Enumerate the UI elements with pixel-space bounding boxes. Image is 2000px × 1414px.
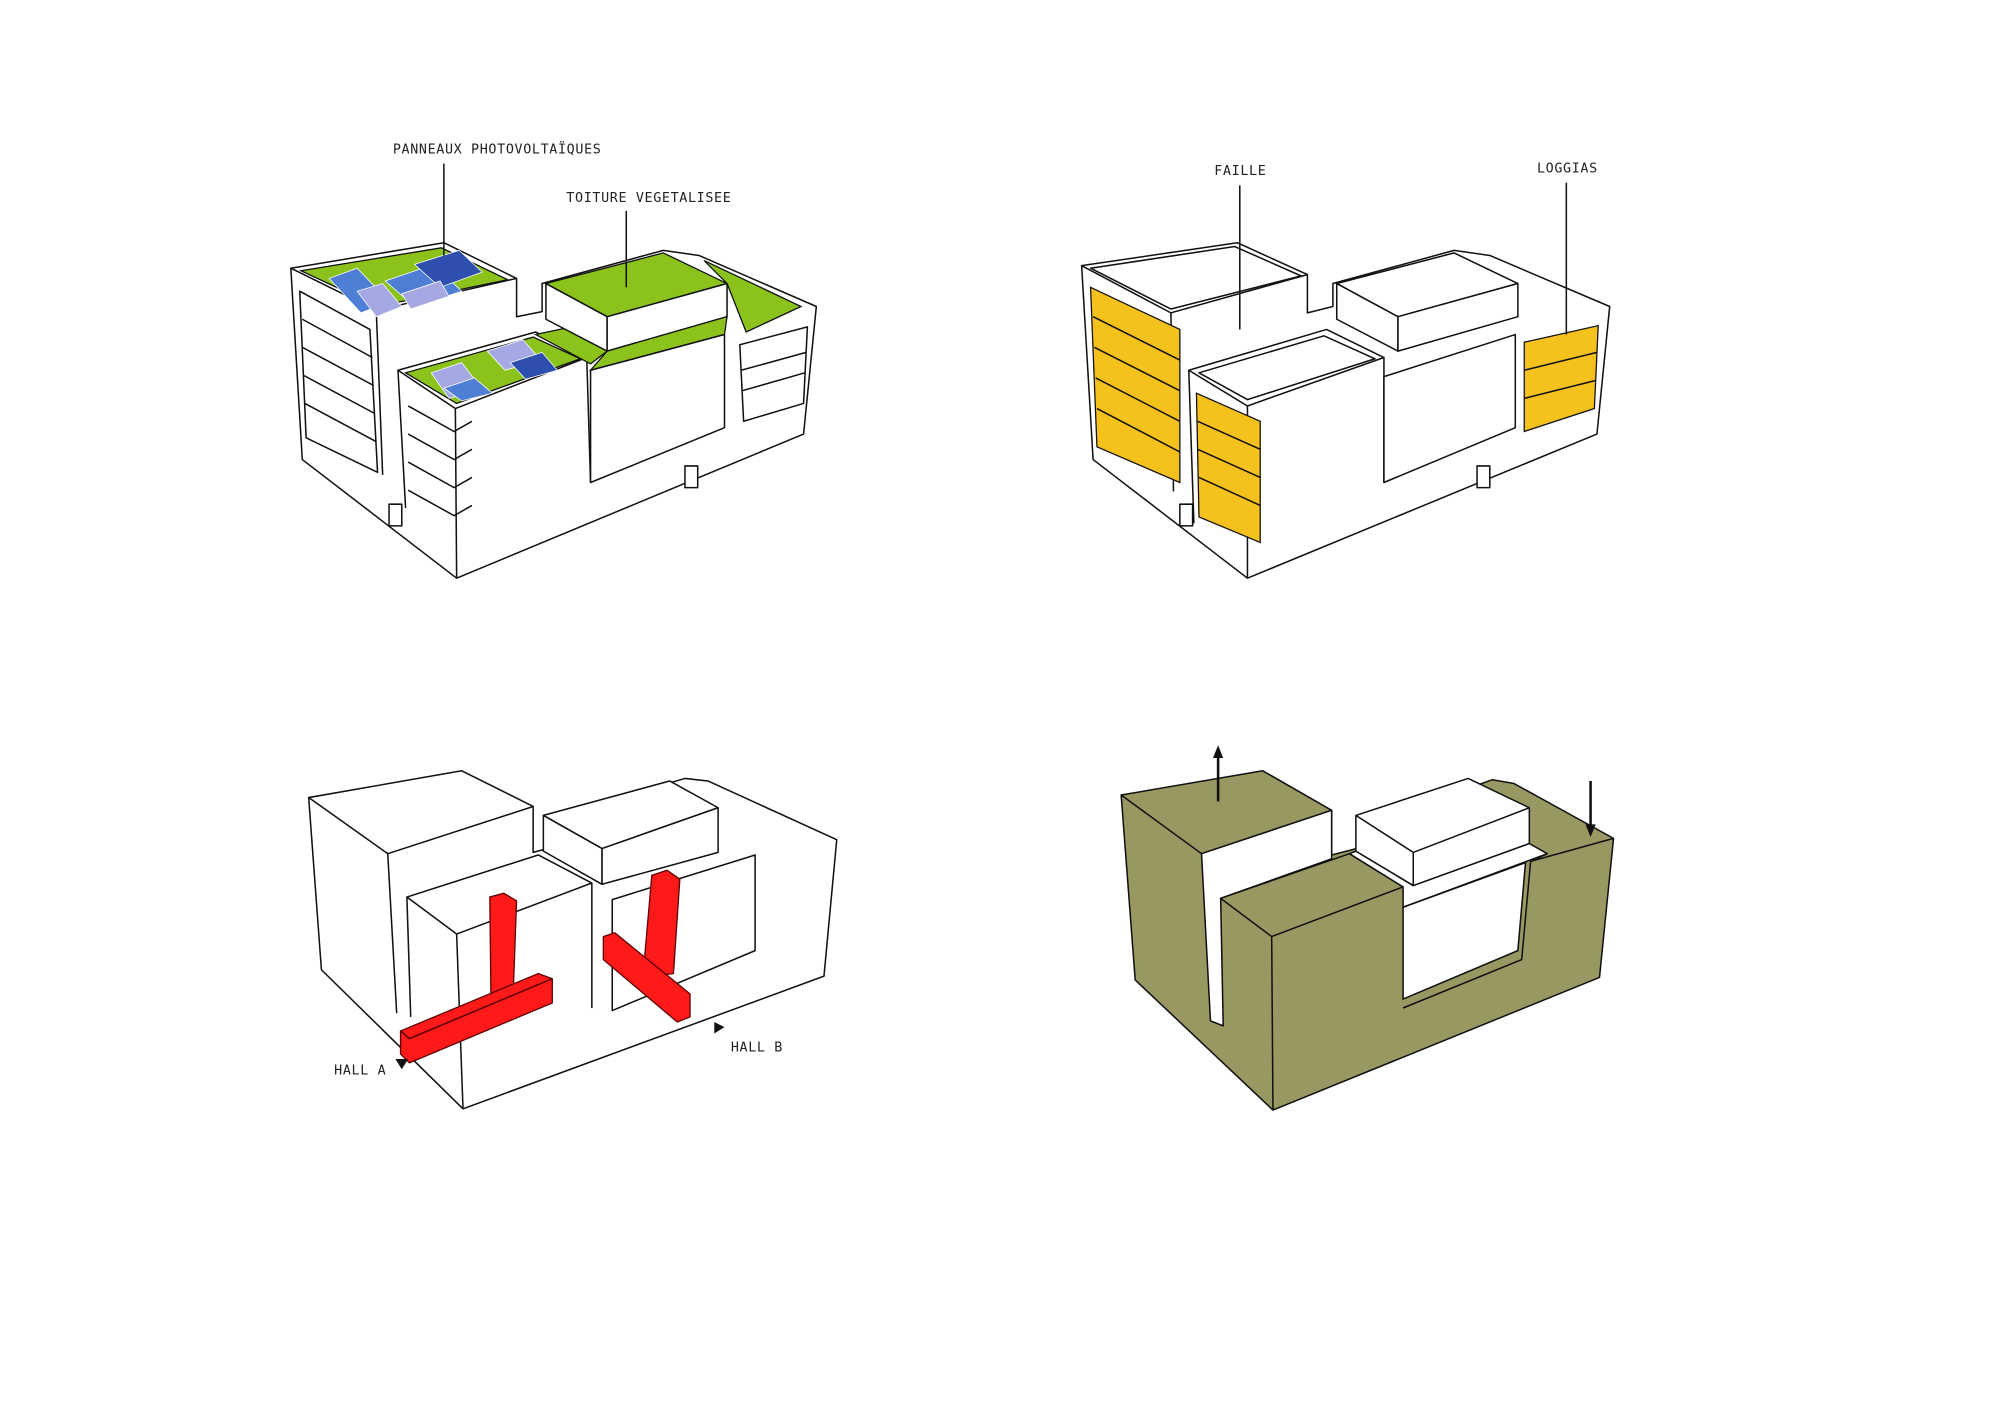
entrance-door	[388, 503, 403, 527]
label-green-roof: TOITURE VEGETALISEE	[566, 191, 731, 206]
label-hall-a: HALL A	[334, 1063, 386, 1078]
solar-panels-tower	[328, 249, 483, 318]
diagram-faille-loggias: FAILLE LOGGIAS	[1080, 162, 1611, 579]
diagram-halls: HALL A HALL B	[307, 770, 838, 1110]
tower-balconies	[301, 318, 377, 443]
arrow-up-icon	[1213, 745, 1224, 802]
diagram-roof-features: PANNEAUX PHOTOVOLTAÏQUES TOITURE VEGETAL…	[290, 139, 818, 579]
loggias-left-face	[1089, 286, 1181, 484]
central-box	[1355, 777, 1531, 887]
hall-a-arrow-icon	[395, 1059, 409, 1070]
solar-panels-lower	[430, 339, 559, 402]
lower-balconies	[407, 405, 473, 517]
label-loggias: LOGGIAS	[1537, 162, 1598, 177]
hall-a-circulation	[399, 892, 553, 1064]
label-faille: FAILLE	[1214, 164, 1266, 179]
entrance-door	[684, 465, 699, 489]
label-hall-b: HALL B	[731, 1040, 783, 1055]
loggias-right	[1523, 324, 1599, 433]
hall-b-circulation	[602, 869, 691, 1023]
loggias-faille	[1195, 392, 1261, 544]
recess	[1402, 861, 1527, 1000]
hall-b-arrow-icon	[714, 1022, 725, 1034]
diagram-volume	[1120, 745, 1615, 1111]
arrow-down-icon	[1585, 780, 1596, 838]
label-solar-panels: PANNEAUX PHOTOVOLTAÏQUES	[393, 139, 602, 157]
